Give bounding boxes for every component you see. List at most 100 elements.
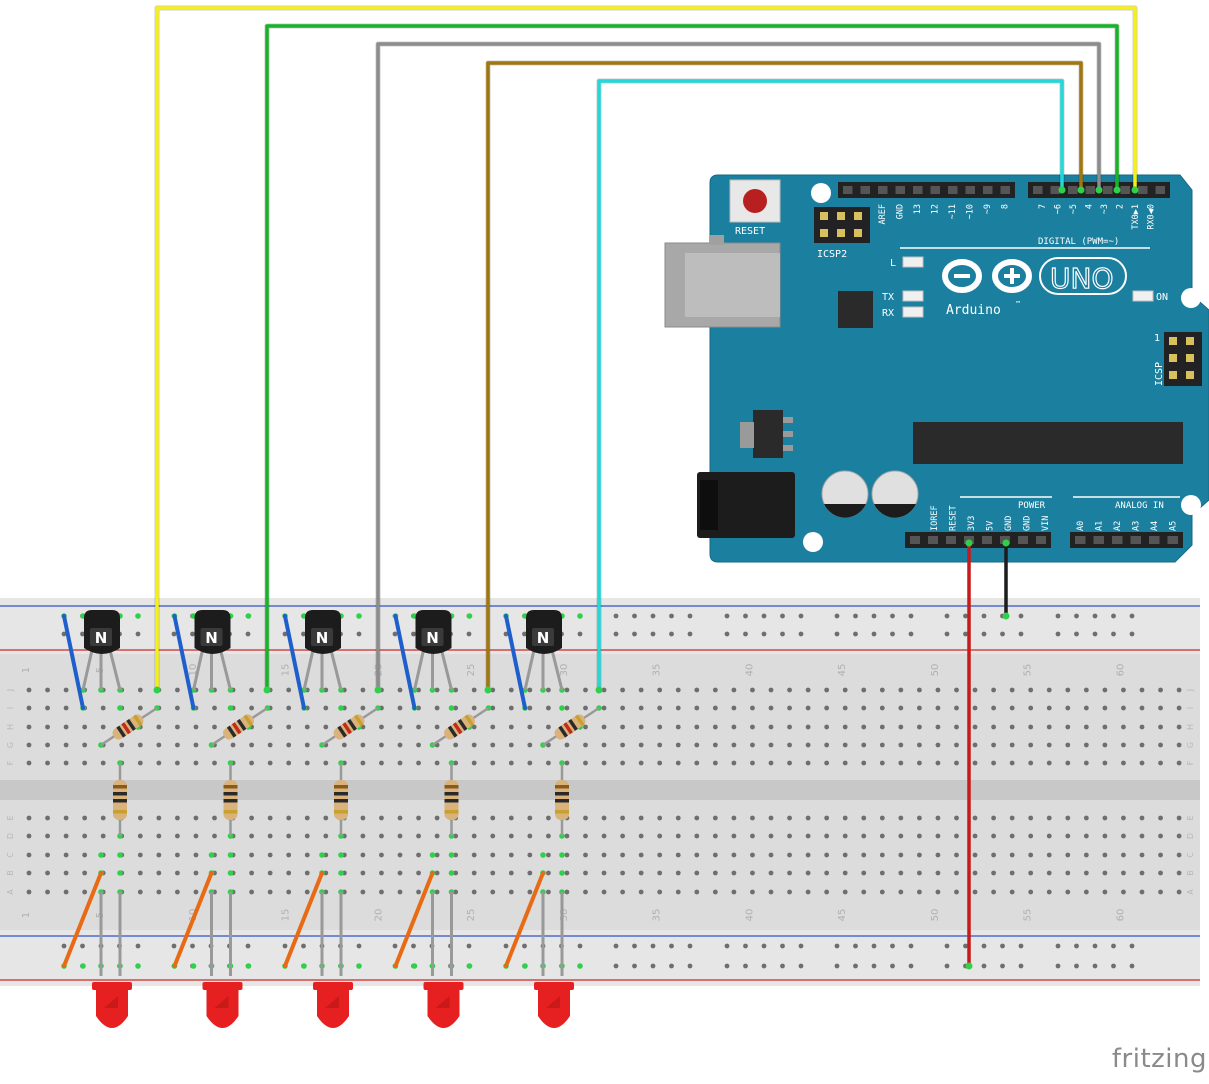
breadboard-hole [991, 816, 996, 821]
analog-header [1070, 532, 1183, 548]
breadboard-hole [82, 834, 87, 839]
breadboard-hole [1140, 816, 1145, 821]
column-number: 60 [1115, 664, 1126, 677]
column-number: 45 [837, 664, 848, 677]
connected-hole [246, 613, 252, 619]
breadboard-hole [583, 706, 588, 711]
breadboard-hole [639, 816, 644, 821]
breadboard-hole [1158, 743, 1163, 748]
breadboard-hole [917, 890, 922, 895]
breadboard-hole [1010, 743, 1015, 748]
breadboard-hole [1028, 688, 1033, 693]
rail-hole [1130, 632, 1135, 637]
breadboard-hole [1047, 706, 1052, 711]
usb-tab [710, 235, 724, 245]
breadboard-hole [694, 761, 699, 766]
breadboard-hole [713, 890, 718, 895]
breadboard-hole [602, 816, 607, 821]
breadboard-hole [602, 706, 607, 711]
rail-hole [762, 614, 767, 619]
rail-hole [411, 632, 416, 637]
row-letter: D [6, 833, 15, 839]
rail-hole [632, 632, 637, 637]
breadboard-hole [286, 725, 291, 730]
breadboard-hole [305, 816, 310, 821]
breadboard-hole [973, 761, 978, 766]
rail-hole [614, 944, 619, 949]
rail-hole [669, 632, 674, 637]
breadboard-hole [806, 834, 811, 839]
breadboard-hole [1028, 816, 1033, 821]
breadboard-hole [880, 743, 885, 748]
breadboard-hole [546, 853, 551, 858]
breadboard-hole [1158, 706, 1163, 711]
column-number: 15 [281, 664, 292, 677]
breadboard-hole [101, 706, 106, 711]
breadboard-hole [1028, 853, 1033, 858]
breadboard-hole [1158, 761, 1163, 766]
breadboard-hole [732, 688, 737, 693]
column-number: 40 [744, 664, 755, 677]
breadboard-hole [1028, 871, 1033, 876]
connected-hole [319, 852, 325, 858]
icsp-pin [1169, 371, 1177, 379]
rail-hole [190, 632, 195, 637]
rail-hole [393, 632, 398, 637]
breadboard-hole [769, 816, 774, 821]
breadboard-hole [787, 761, 792, 766]
resistor-band [334, 810, 348, 814]
breadboard-hole [27, 688, 32, 693]
breadboard-hole [138, 688, 143, 693]
breadboard-hole [565, 853, 570, 858]
breadboard-hole [620, 688, 625, 693]
breadboard-hole [416, 853, 421, 858]
breadboard-hole [713, 871, 718, 876]
breadboard-hole [1028, 761, 1033, 766]
led-on [1133, 291, 1153, 301]
rail-hole [688, 614, 693, 619]
digital-header-pin [1068, 186, 1078, 194]
wire-endpoint [966, 963, 973, 970]
rail-hole [743, 944, 748, 949]
breadboard-hole [1158, 834, 1163, 839]
rail-hole [614, 614, 619, 619]
led-rim [92, 982, 132, 990]
breadboard-hole [472, 834, 477, 839]
rail-hole [632, 614, 637, 619]
breadboard-hole [843, 761, 848, 766]
breadboard-hole [861, 890, 866, 895]
breadboard-hole [936, 761, 941, 766]
column-number: 55 [1023, 664, 1034, 677]
breadboard-hole [1065, 853, 1070, 858]
rail-hole [982, 944, 987, 949]
breadboard-hole [1140, 725, 1145, 730]
breadboard-hole [342, 743, 347, 748]
breadboard-hole [565, 761, 570, 766]
breadboard-hole [657, 816, 662, 821]
row-letter: H [6, 724, 15, 730]
breadboard-hole [861, 743, 866, 748]
breadboard-hole [1065, 743, 1070, 748]
breadboard-hole [194, 761, 199, 766]
breadboard-hole [676, 725, 681, 730]
breadboard-hole [954, 688, 959, 693]
icsp2-pin [854, 212, 862, 220]
power-pin-label: RESET [949, 505, 959, 531]
rail-hole [1111, 964, 1116, 969]
wire-endpoint [264, 687, 271, 694]
breadboard-hole [546, 725, 551, 730]
rail-hole [393, 944, 398, 949]
breadboard-hole [1065, 706, 1070, 711]
mount-hole [803, 532, 823, 552]
breadboard-hole [212, 816, 217, 821]
led-rim [313, 982, 353, 990]
breadboard-hole [657, 688, 662, 693]
rail-hole [1093, 944, 1098, 949]
rail-hole [1019, 944, 1024, 949]
breadboard-hole [305, 853, 310, 858]
breadboard-hole [175, 890, 180, 895]
bottom-rail-strip [0, 930, 1200, 986]
resistor-band [334, 799, 348, 803]
breadboard-hole [787, 834, 792, 839]
breadboard-hole [936, 706, 941, 711]
